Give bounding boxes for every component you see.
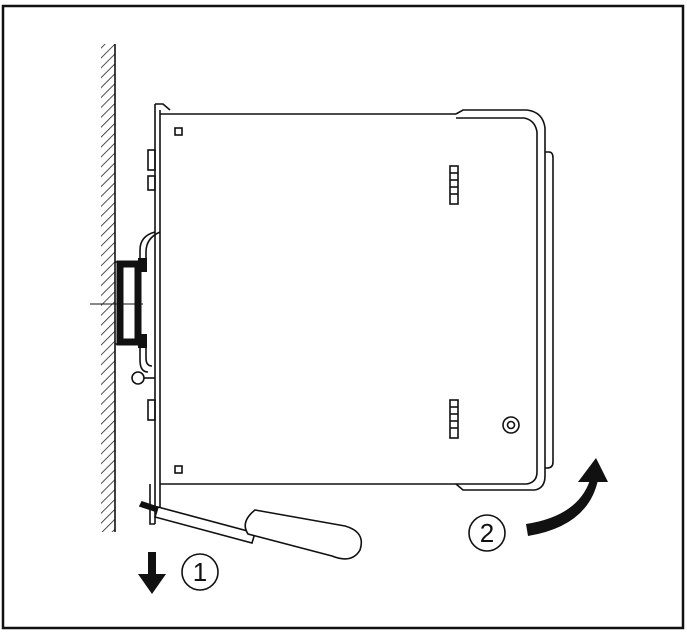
curved-arrow-icon [526, 458, 608, 536]
vent-upper [449, 165, 459, 205]
vent-lower [449, 399, 459, 439]
diagram-frame [1, 4, 685, 630]
screwdriver-icon [138, 501, 363, 560]
step-2-label: 2 [480, 518, 494, 548]
mounting-wall [101, 44, 116, 532]
device-housing [131, 103, 554, 525]
step-2-marker: 2 [468, 514, 506, 552]
step-1-label: 1 [193, 557, 207, 587]
din-rail [90, 258, 147, 348]
step-1-marker: 1 [181, 553, 219, 591]
arrow-down-icon [138, 552, 166, 594]
screw [502, 416, 520, 434]
